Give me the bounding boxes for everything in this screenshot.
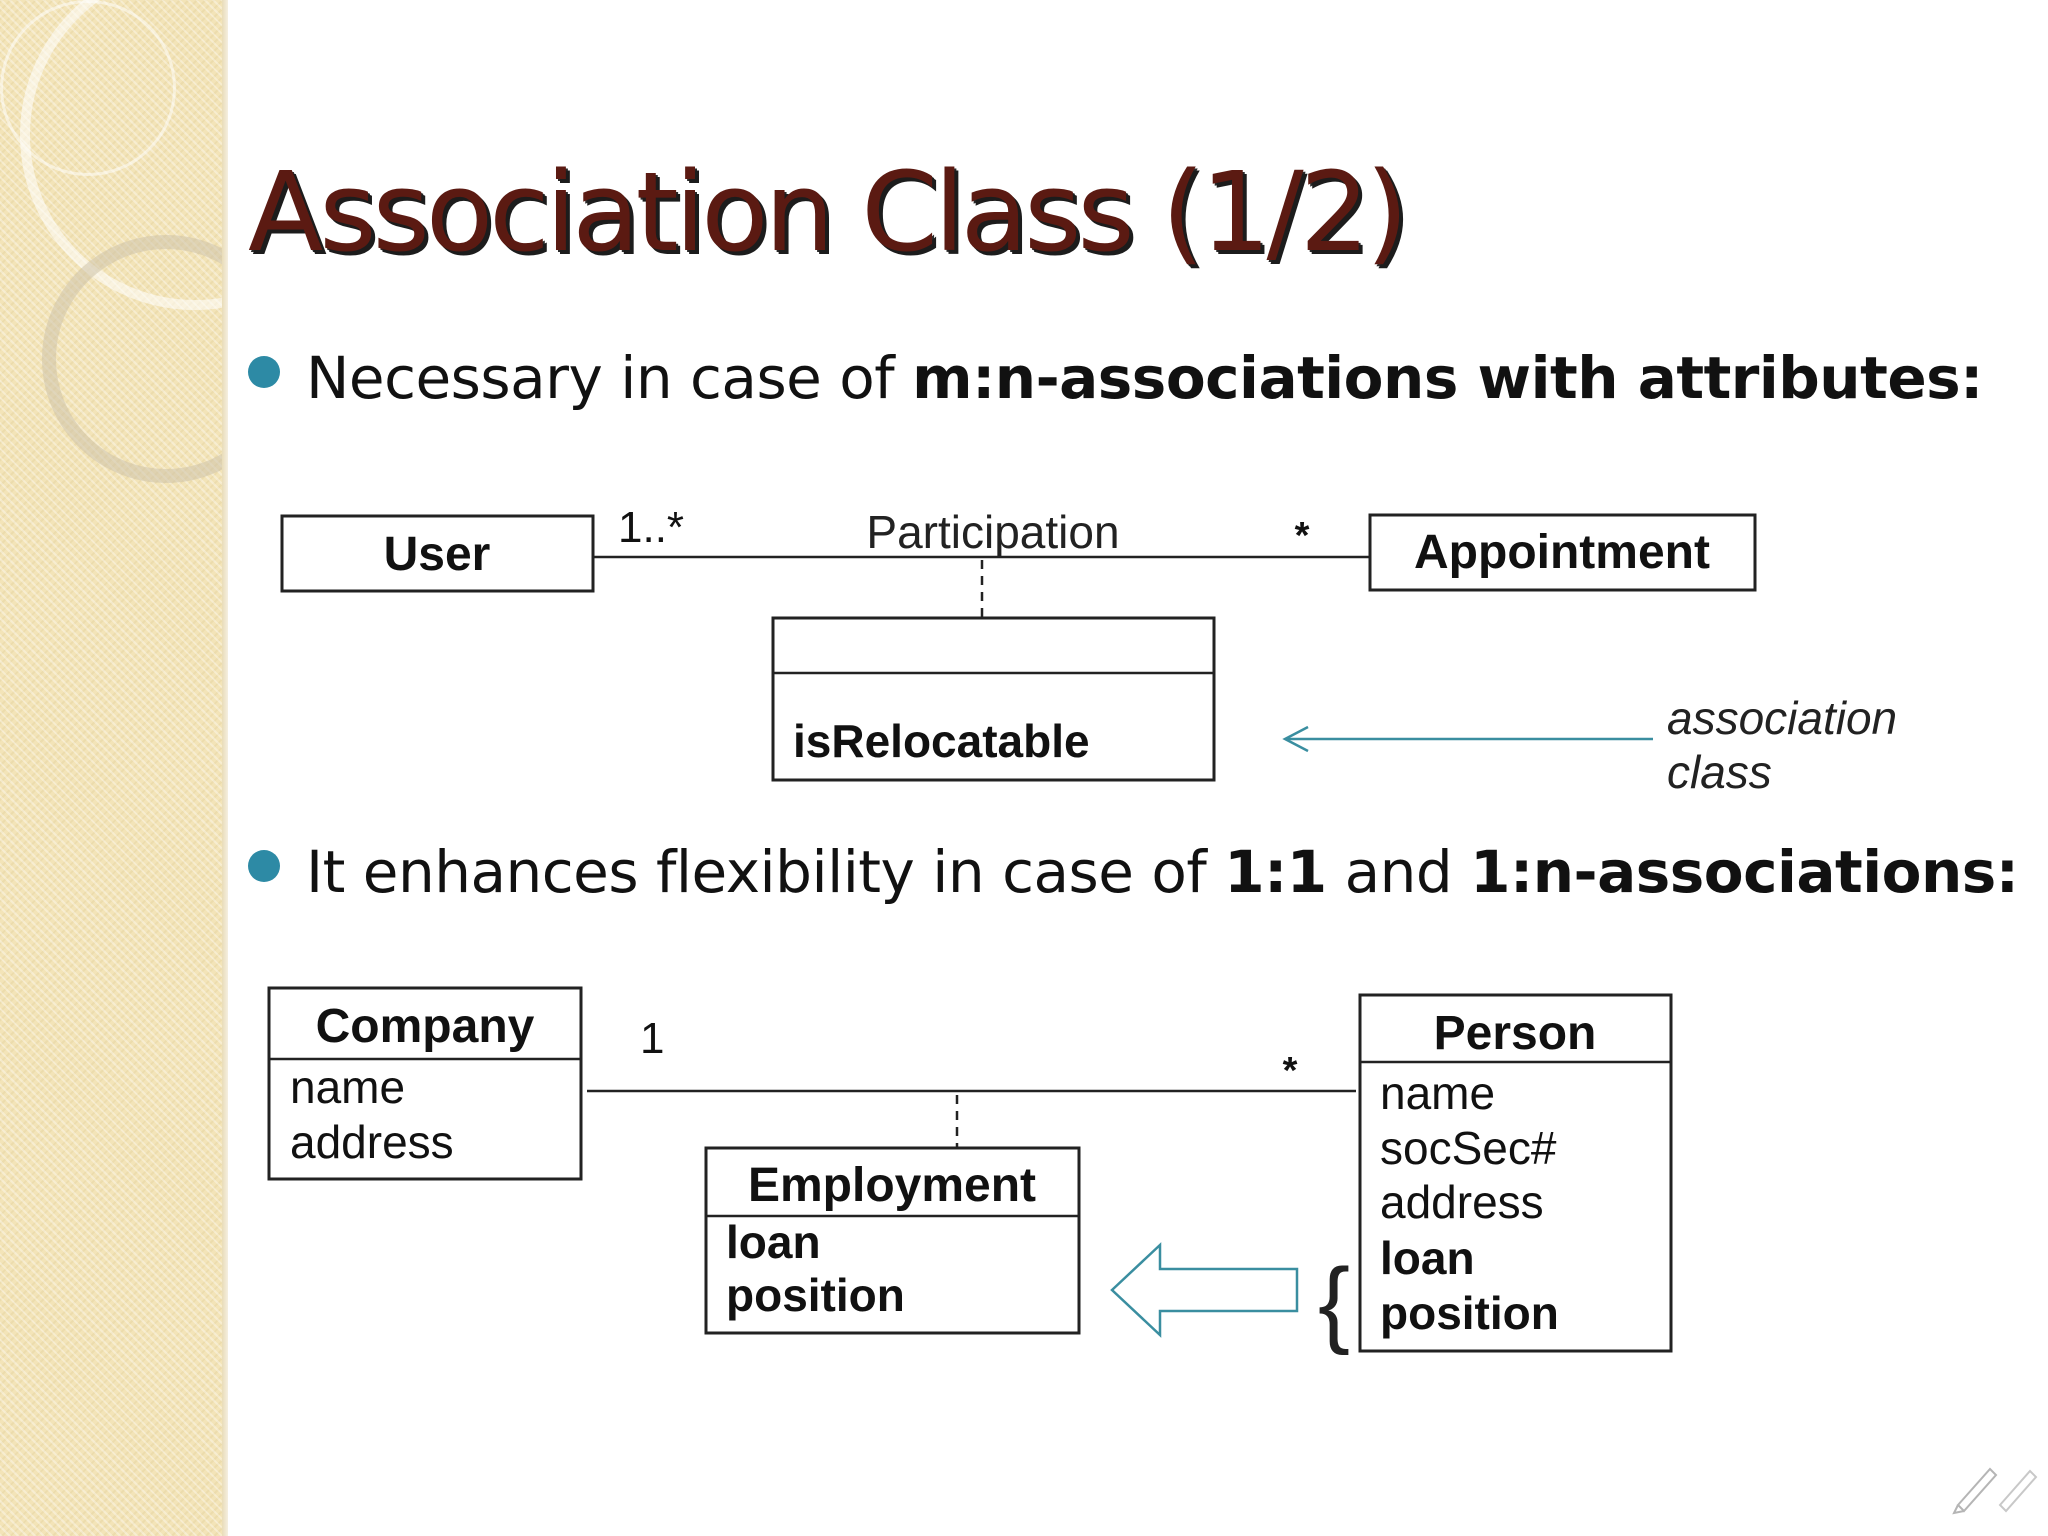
person-attr-position: position [1380,1287,1559,1339]
annotation-arrow-head [1282,725,1309,753]
bullet-1: Necessary in case of m:n-associations wi… [306,344,1983,412]
multiplicity-appointment: * [1295,515,1310,557]
annotation-text-2: class [1667,746,1772,798]
company-attr-address: address [290,1116,454,1168]
class-name-user: User [384,528,491,581]
bullet-2-text-2: and [1326,838,1471,906]
assoc-class-box-employment [704,1146,1081,1335]
class-box-person [1358,993,1673,1353]
annotation-text-1: association [1667,692,1897,744]
person-attr-address: address [1380,1176,1544,1228]
class-name-appointment: Appointment [1414,526,1710,579]
company-attr-name: name [290,1061,405,1113]
person-attr-loan: loan [1380,1232,1475,1284]
class-box-appointment [1368,513,1757,592]
bullet-2-text: It enhances flexibility in case of [306,838,1225,906]
person-attr-name: name [1380,1067,1495,1119]
multiplicity-user: 1..* [618,503,684,552]
bullet-2-bold-2: 1:n-associations: [1470,838,2019,906]
multiplicity-person: * [1283,1050,1298,1092]
assoc-class-box [771,616,1216,782]
class-name-person: Person [1434,1007,1597,1060]
employment-attr-loan: loan [726,1216,821,1268]
slide-title: Association Class (1/2) [248,148,1409,276]
class-box-company [267,986,583,1181]
assoc-class-attribute: isRelocatable [793,715,1090,767]
sidebar-edge [222,0,228,1536]
assoc-class-name-employment: Employment [748,1159,1036,1212]
association-label: Participation [866,506,1119,558]
bullet-2: It enhances flexibility in case of 1:1 a… [306,838,2019,906]
bullet-1-text: Necessary in case of [306,344,913,412]
bullet-2-bold-1: 1:1 [1224,838,1327,906]
bullet-dot-2 [248,850,280,882]
brace-symbol: { [1318,1249,1350,1356]
person-attr-socsec: socSec# [1380,1122,1557,1174]
bullet-dot-1 [248,356,280,388]
class-name-company: Company [316,1000,535,1053]
employment-attr-position: position [726,1269,905,1321]
diagram-participation: User Appointment 1..* Participation * is… [280,503,1897,798]
diagram-employment: Company name address Person name socSec#… [267,986,1673,1356]
pen-icon [1952,1467,2038,1515]
hollow-arrow-icon [1110,1242,1299,1338]
class-box-user [280,514,595,593]
bullet-1-bold: m:n-associations with attributes: [912,344,1983,412]
multiplicity-company: 1 [640,1014,664,1063]
sidebar-decoration [0,0,224,1536]
